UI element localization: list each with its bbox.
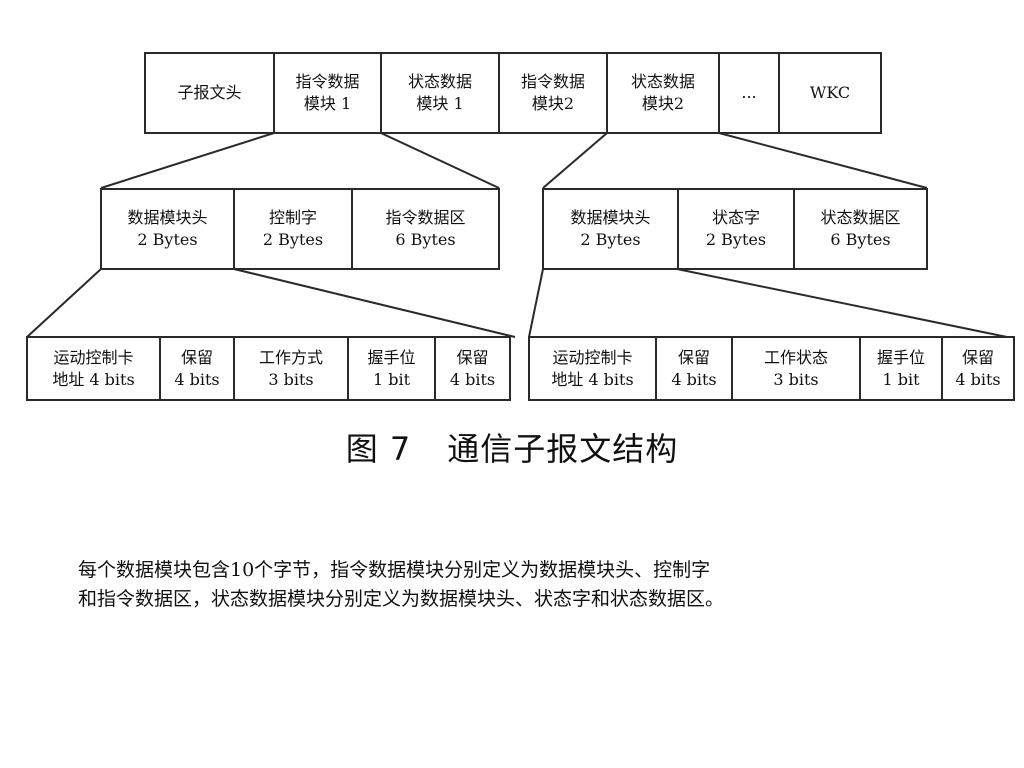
frame-cell-wkc: WKC <box>778 52 882 134</box>
command-header-row: 运动控制卡 地址 4 bits 保留 4 bits 工作方式 3 bits 握手… <box>26 336 511 401</box>
command-module-row: 数据模块头 2 Bytes 控制字 2 Bytes 指令数据区 6 Bytes <box>100 188 500 270</box>
command-module-header-cell: 数据模块头 2 Bytes <box>100 188 235 270</box>
status-header-row: 运动控制卡 地址 4 bits 保留 4 bits 工作状态 3 bits 握手… <box>528 336 1015 401</box>
figure-title: 通信子报文结构 <box>447 430 679 468</box>
frame-cell-command-module-2: 指令数据 模块2 <box>498 52 608 134</box>
work-status-cell: 工作状态 3 bits <box>731 336 861 401</box>
work-mode-cell: 工作方式 3 bits <box>233 336 349 401</box>
command-data-area-cell: 指令数据区 6 Bytes <box>351 188 500 270</box>
command-reserved-cell: 保留 4 bits <box>159 336 235 401</box>
figure-number: 图 7 <box>345 430 412 468</box>
status-card-address-cell: 运动控制卡 地址 4 bits <box>528 336 657 401</box>
figure-caption: 图 7 通信子报文结构 <box>0 424 1024 470</box>
status-reserved-cell: 保留 4 bits <box>655 336 733 401</box>
connector-lines <box>26 132 1008 338</box>
description-line-2: 和指令数据区，状态数据模块分别定义为数据模块头、状态字和状态数据区。 <box>78 588 725 610</box>
connector-line <box>676 268 1008 338</box>
frame-cell-ellipsis: ... <box>718 52 780 134</box>
status-word-cell: 状态字 2 Bytes <box>677 188 795 270</box>
connector-line <box>100 132 275 189</box>
description-paragraph: 每个数据模块包含10个字节，指令数据模块分别定义为数据模块头、控制字 和指令数据… <box>78 556 978 614</box>
frame-cell-sub-header: 子报文头 <box>144 52 275 134</box>
frame-cell-command-module-1: 指令数据 模块 1 <box>273 52 382 134</box>
status-handshake-cell: 握手位 1 bit <box>859 336 943 401</box>
connector-line <box>718 132 928 189</box>
command-handshake-cell: 握手位 1 bit <box>347 336 436 401</box>
status-module-row: 数据模块头 2 Bytes 状态字 2 Bytes 状态数据区 6 Bytes <box>542 188 928 270</box>
connector-line <box>233 268 516 338</box>
connector-line <box>380 132 500 189</box>
frame-cell-status-module-1: 状态数据 模块 1 <box>380 52 500 134</box>
frame-row: 子报文头 指令数据 模块 1 状态数据 模块 1 指令数据 模块2 状态数据 模… <box>144 52 882 134</box>
connector-line <box>26 268 102 338</box>
command-card-address-cell: 运动控制卡 地址 4 bits <box>26 336 161 401</box>
connector-line <box>542 132 608 189</box>
control-word-cell: 控制字 2 Bytes <box>233 188 353 270</box>
status-reserved-cell-2: 保留 4 bits <box>941 336 1015 401</box>
description-line-1: 每个数据模块包含10个字节，指令数据模块分别定义为数据模块头、控制字 <box>78 559 711 581</box>
command-reserved-cell-2: 保留 4 bits <box>434 336 511 401</box>
status-module-header-cell: 数据模块头 2 Bytes <box>542 188 679 270</box>
connector-line <box>528 268 544 338</box>
frame-cell-status-module-2: 状态数据 模块2 <box>606 52 720 134</box>
status-data-area-cell: 状态数据区 6 Bytes <box>793 188 928 270</box>
